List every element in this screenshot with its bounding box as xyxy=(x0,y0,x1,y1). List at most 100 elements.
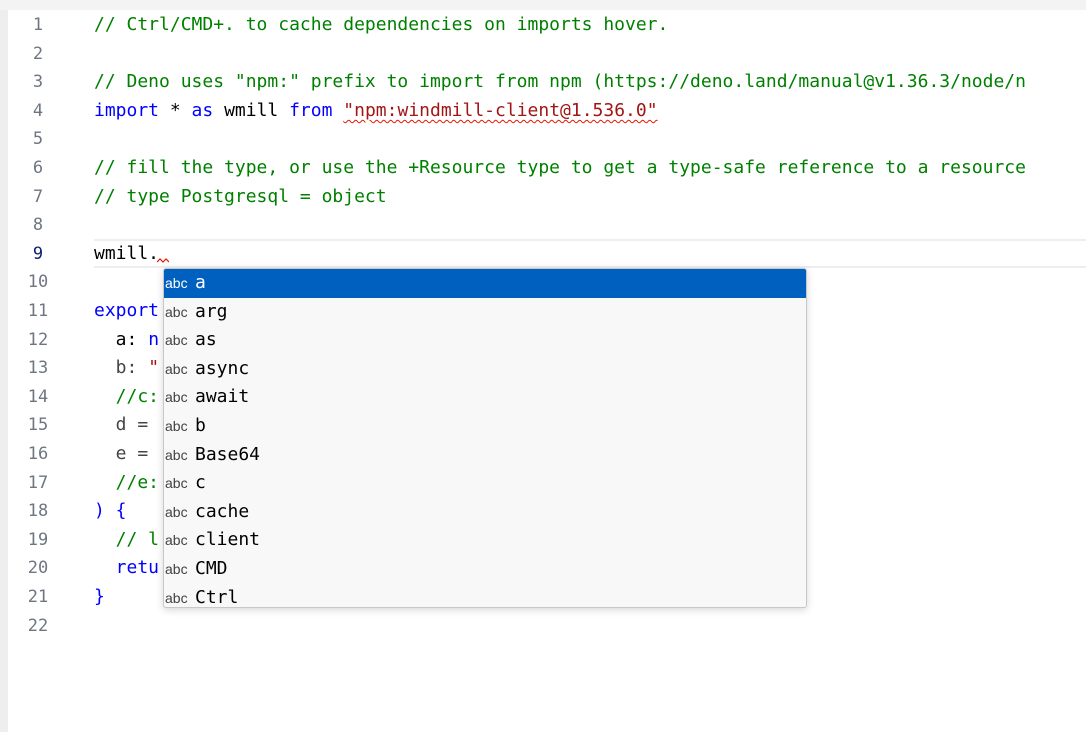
code-line[interactable]: //e: xyxy=(94,469,1086,498)
code-line[interactable]: // l xyxy=(94,526,1086,555)
code-token: wmill. xyxy=(94,242,160,264)
suggest-item-label: as xyxy=(195,329,217,351)
code-line[interactable]: // type Postgresql = object xyxy=(94,183,1086,212)
text-symbol-icon: abc xyxy=(165,418,188,434)
code-line[interactable] xyxy=(94,125,1086,154)
code-line[interactable]: a: n xyxy=(94,326,1086,355)
code-line[interactable]: // fill the type, or use the +Resource t… xyxy=(94,154,1086,183)
code-line[interactable]: //c: xyxy=(94,383,1086,412)
line-number: 11 xyxy=(27,301,49,321)
suggest-item[interactable]: abc Ctrl xyxy=(164,584,806,608)
text-symbol-icon: abc xyxy=(165,561,188,577)
line-number: 20 xyxy=(27,558,49,579)
code-token: import xyxy=(94,99,160,121)
suggest-item-label: await xyxy=(195,386,250,408)
line-number-gutter xyxy=(8,10,94,732)
text-symbol-icon: abc xyxy=(165,389,188,406)
suggest-item-label: client xyxy=(195,529,261,551)
code-line[interactable]: b: " xyxy=(94,354,1086,383)
code-line[interactable] xyxy=(94,211,1086,240)
code-line[interactable] xyxy=(94,612,1086,641)
code-token: export xyxy=(94,300,160,321)
code-token: //e: xyxy=(94,471,160,493)
line-number: 19 xyxy=(27,529,49,550)
line-number: 10 xyxy=(27,272,49,293)
line-number: 4 xyxy=(32,100,44,121)
line-number: 21 xyxy=(27,587,49,607)
code-line[interactable]: retu xyxy=(94,554,1086,583)
suggest-item[interactable]: abc client xyxy=(164,526,806,555)
code-token: "npm:windmill-client@1.536.0" xyxy=(343,99,658,121)
code-token: ) { xyxy=(94,500,127,522)
suggest-item[interactable]: abc async xyxy=(164,355,806,384)
code-token: //c: xyxy=(94,385,160,407)
suggest-item-label: a xyxy=(195,272,206,293)
line-number: 5 xyxy=(32,129,44,150)
code-token: e = xyxy=(94,443,160,464)
code-line[interactable]: d = xyxy=(94,411,1086,440)
text-symbol-icon: abc xyxy=(165,360,188,377)
line-number: 8 xyxy=(32,215,44,236)
code-token: b: xyxy=(94,357,149,379)
suggest-item-label: Ctrl xyxy=(195,586,239,608)
text-symbol-icon: abc xyxy=(165,589,188,606)
text-symbol-icon: abc xyxy=(165,446,188,463)
line-number: 1 xyxy=(32,15,44,35)
line-number: 15 xyxy=(27,415,49,436)
text-symbol-icon: abc xyxy=(165,275,188,291)
code-line[interactable]: ) { xyxy=(94,497,1086,526)
code-line[interactable]: import * as wmill from "npm:windmill-cli… xyxy=(94,97,1086,126)
text-symbol-icon: abc xyxy=(165,303,188,320)
line-number: 2 xyxy=(32,43,44,64)
code-line[interactable]: export xyxy=(94,297,1086,326)
code-token: // fill the type, or use the +Resource t… xyxy=(94,157,1026,178)
code-token: wmill xyxy=(213,99,290,121)
editor-left-edge xyxy=(0,10,8,732)
line-number: 12 xyxy=(27,329,49,350)
text-symbol-icon: abc xyxy=(165,503,188,520)
line-number: 9 xyxy=(32,243,44,264)
error-squiggle-icon xyxy=(157,258,169,263)
code-token: } xyxy=(94,586,105,607)
line-number: 7 xyxy=(32,186,44,207)
suggest-item[interactable]: abc await xyxy=(164,383,806,412)
line-number: 16 xyxy=(27,444,49,464)
code-line[interactable]: // Ctrl/CMD+. to cache dependencies on i… xyxy=(94,11,1086,40)
code-token: // Ctrl/CMD+. to cache dependencies on i… xyxy=(94,14,669,35)
code-line[interactable]: wmill. xyxy=(94,240,1086,269)
line-number: 22 xyxy=(27,615,49,636)
code-token: a: xyxy=(94,328,149,350)
code-token: n xyxy=(148,328,160,350)
text-symbol-icon: abc xyxy=(165,532,188,549)
line-number: 3 xyxy=(32,72,44,93)
code-token xyxy=(332,100,343,121)
code-token: // type Postgresql = object xyxy=(94,185,387,207)
code-line[interactable]: } xyxy=(94,583,1086,612)
code-line[interactable] xyxy=(94,40,1086,69)
code-line[interactable]: e = xyxy=(94,440,1086,469)
text-symbol-icon: abc xyxy=(165,475,188,492)
suggest-item-label: Base64 xyxy=(195,443,261,465)
line-number: 18 xyxy=(27,501,49,522)
line-number: 14 xyxy=(27,386,49,407)
suggest-item-label: c xyxy=(195,472,206,494)
suggest-item[interactable]: abc Base64 xyxy=(164,441,806,470)
suggest-item-label: cache xyxy=(195,500,250,522)
suggest-item-label: async xyxy=(195,357,250,379)
current-line-highlight xyxy=(94,239,1086,268)
line-number: 13 xyxy=(27,358,49,379)
code-token: retu xyxy=(94,557,160,579)
code-token: as xyxy=(191,99,214,121)
suggest-item[interactable]: abc cache xyxy=(164,498,806,527)
code-line[interactable]: // Deno uses "npm:" prefix to import fro… xyxy=(94,68,1086,97)
code-token: " xyxy=(148,357,160,379)
suggest-item-label: arg xyxy=(195,300,228,322)
suggest-item-label: b xyxy=(195,415,206,436)
